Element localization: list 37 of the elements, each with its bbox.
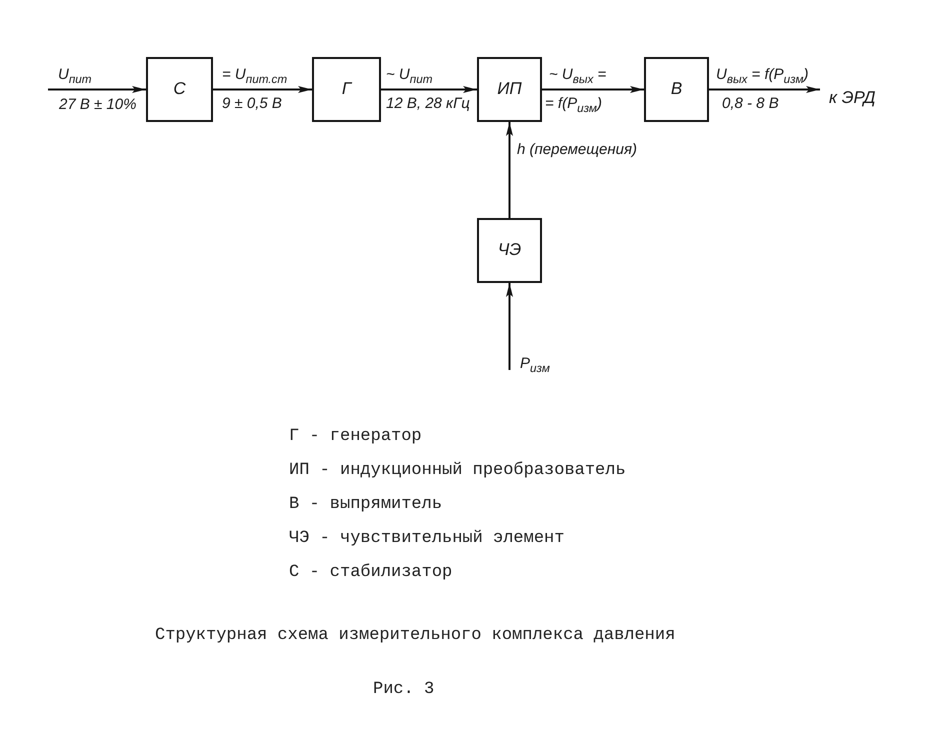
box-label: Г	[342, 79, 352, 100]
box-label: В	[670, 79, 682, 100]
arrow	[506, 122, 513, 218]
arrow	[506, 283, 513, 370]
legend-entry: ЧЭ - чувствительный элемент	[289, 529, 564, 550]
edge-label: P$_{изм}$	[520, 355, 550, 375]
legend-entry: В - выпрямитель	[289, 495, 442, 516]
figure-number: Рис. 3	[373, 680, 434, 700]
arrow	[542, 86, 644, 93]
signal-value: 0,8 - 8 В	[722, 95, 779, 113]
legend-entry: ИП - индукционный преобразователь	[289, 461, 626, 482]
arrow	[709, 86, 820, 93]
edge-label: ~ U$_{вых}$ =	[549, 66, 606, 86]
signal-value: 12 В, 28 кГц	[386, 95, 470, 113]
box-label: ИП	[497, 79, 522, 100]
arrow	[213, 86, 312, 93]
destination-label: к ЭРД	[829, 88, 876, 108]
box-label: ЧЭ	[498, 240, 522, 261]
process-box	[146, 57, 213, 122]
figure-caption: Структурная схема измерительного комплекса давления	[155, 626, 676, 646]
process-box	[477, 57, 542, 122]
process-box	[312, 57, 381, 122]
signal-value: 27 В ± 10%	[59, 96, 136, 114]
process-box	[477, 218, 542, 283]
edge-label: = U$_{пит.ст}$	[222, 66, 288, 86]
legend-entry: С - стабилизатор	[289, 563, 452, 584]
arrow	[381, 86, 477, 93]
arrow	[48, 86, 146, 93]
box-label: С	[173, 79, 186, 100]
edge-label: ~ U$_{пит}$	[386, 66, 432, 86]
edge-label: U$_{вых}$ = f(P$_{изм}$)	[716, 66, 808, 86]
edge-label: h (перемещения)	[517, 141, 637, 159]
edge-label: U$_{пит}$	[58, 66, 92, 86]
process-box	[644, 57, 709, 122]
signal-value: 9 ± 0,5 В	[222, 95, 282, 113]
signal-value: = f(P$_{изм}$)	[545, 95, 602, 115]
legend-entry: Г - генератор	[289, 427, 422, 448]
